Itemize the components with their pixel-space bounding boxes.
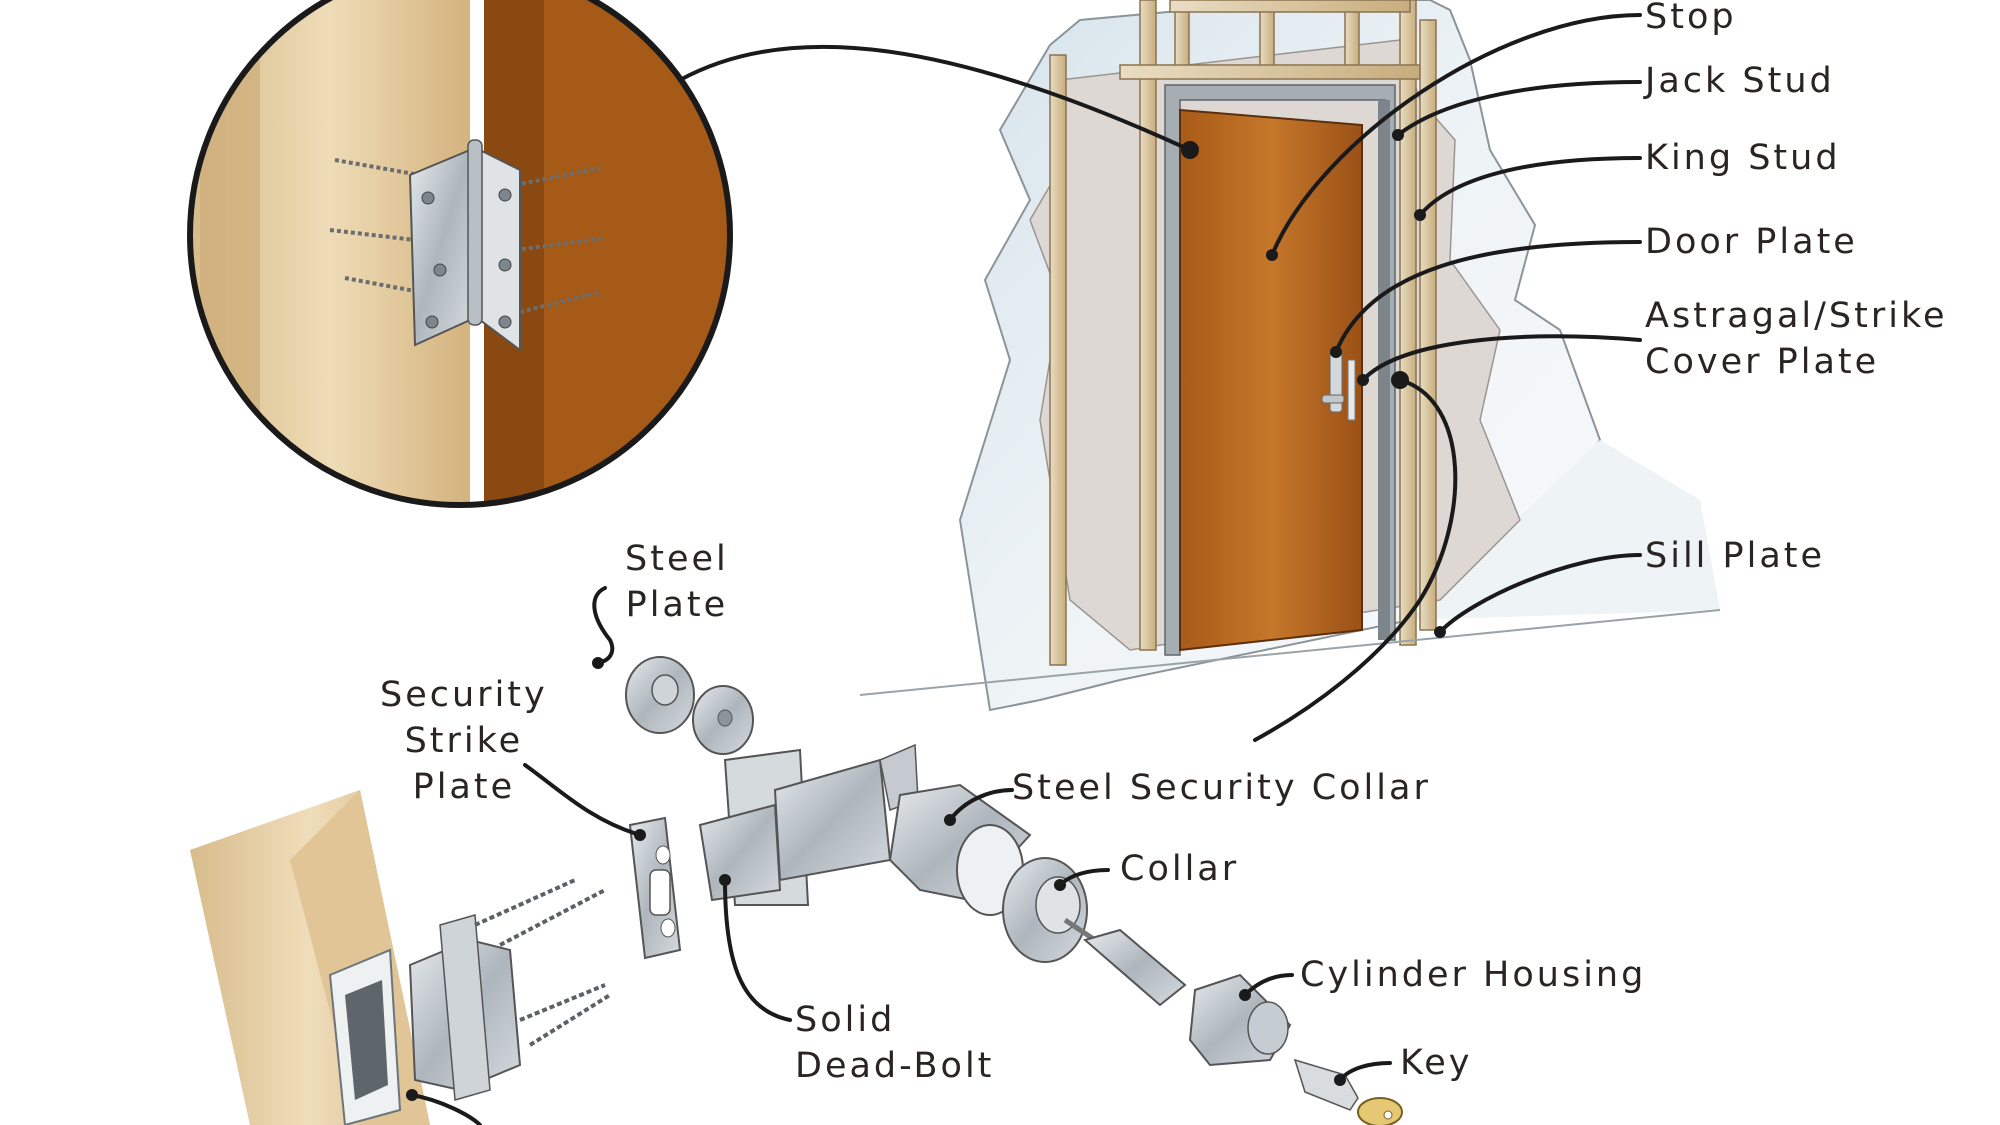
- label-solid-deadbolt-line1: Solid: [795, 1000, 896, 1040]
- door-edge: [190, 790, 430, 1125]
- label-security-strike-line2: Strike: [404, 721, 524, 761]
- collar: [1002, 857, 1088, 963]
- label-cylinder-housing: Cylinder Housing: [1300, 955, 1647, 995]
- steel-plates: [625, 656, 754, 755]
- label-steel-plate-line2: Plate: [625, 585, 729, 625]
- label-security-strike-plate: Security Strike Plate: [380, 672, 548, 810]
- leader-lines: [410, 13, 1642, 1125]
- door-frame: [1164, 84, 1396, 656]
- label-steel-plate: Steel Plate: [625, 536, 729, 628]
- label-steel-plate-line1: Steel: [625, 539, 729, 579]
- label-collar: Collar: [1120, 849, 1240, 889]
- label-astragal-line2: Cover Plate: [1645, 342, 1880, 382]
- floor-line: [859, 609, 1721, 696]
- deadbolt: [698, 743, 919, 906]
- label-solid-dead-bolt: Solid Dead-Bolt: [795, 997, 994, 1089]
- tailpiece: [1063, 917, 1187, 1007]
- label-astragal-line1: Astragal/Strike: [1645, 296, 1948, 336]
- key: [1293, 1058, 1403, 1125]
- long-screws: [474, 878, 612, 1047]
- label-key: Key: [1400, 1043, 1473, 1083]
- label-security-strike-line3: Plate: [412, 767, 516, 807]
- label-door-plate: Door Plate: [1645, 222, 1858, 262]
- label-king-stud: King Stud: [1645, 138, 1841, 178]
- label-stop: Stop: [1645, 0, 1737, 37]
- label-solid-deadbolt-line2: Dead-Bolt: [795, 1046, 995, 1086]
- label-security-strike-line1: Security: [380, 675, 548, 715]
- security-strike-plate: [628, 816, 682, 960]
- leader-dots: [406, 129, 1446, 1101]
- label-jack-stud: Jack Stud: [1645, 61, 1835, 101]
- hinge-detail: [187, 0, 733, 508]
- label-steel-security-collar: Steel Security Collar: [1012, 768, 1431, 808]
- strike-box: [408, 914, 522, 1101]
- studs: [1049, 0, 1437, 666]
- door: [1179, 108, 1363, 652]
- label-astragal-strike-cover-plate: Astragal/Strike Cover Plate: [1645, 293, 1948, 385]
- label-sill-plate: Sill Plate: [1645, 536, 1826, 576]
- cylinder-housing: [1188, 973, 1292, 1067]
